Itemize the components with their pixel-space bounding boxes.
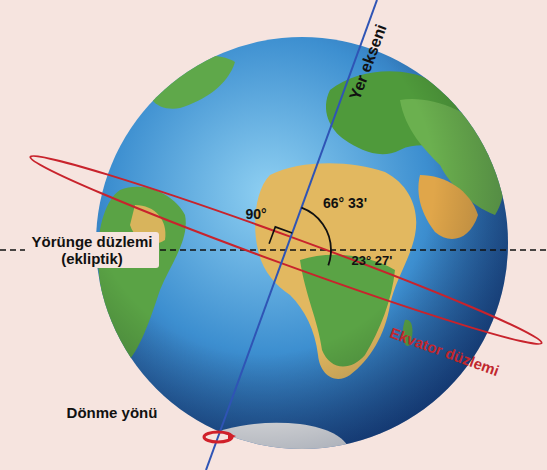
angle-label: 90° (245, 206, 266, 222)
axis-label: Yer ekseni (347, 22, 392, 103)
angle-arc (328, 250, 331, 265)
rotation-arrow (228, 433, 236, 440)
rotation-label: Dönme yönü (67, 404, 158, 421)
plane-label: Yörünge düzlemi (ekliptik) (25, 232, 159, 269)
angle-label: 66° 33' (323, 195, 367, 211)
earth-axis (206, 0, 377, 470)
rotation-ring (204, 432, 232, 442)
right-angle-mark (269, 227, 292, 244)
angle-arc (301, 208, 331, 250)
angle-label: 23° 27' (352, 254, 393, 269)
plane-label: Ekvator düzlemi (388, 324, 502, 380)
